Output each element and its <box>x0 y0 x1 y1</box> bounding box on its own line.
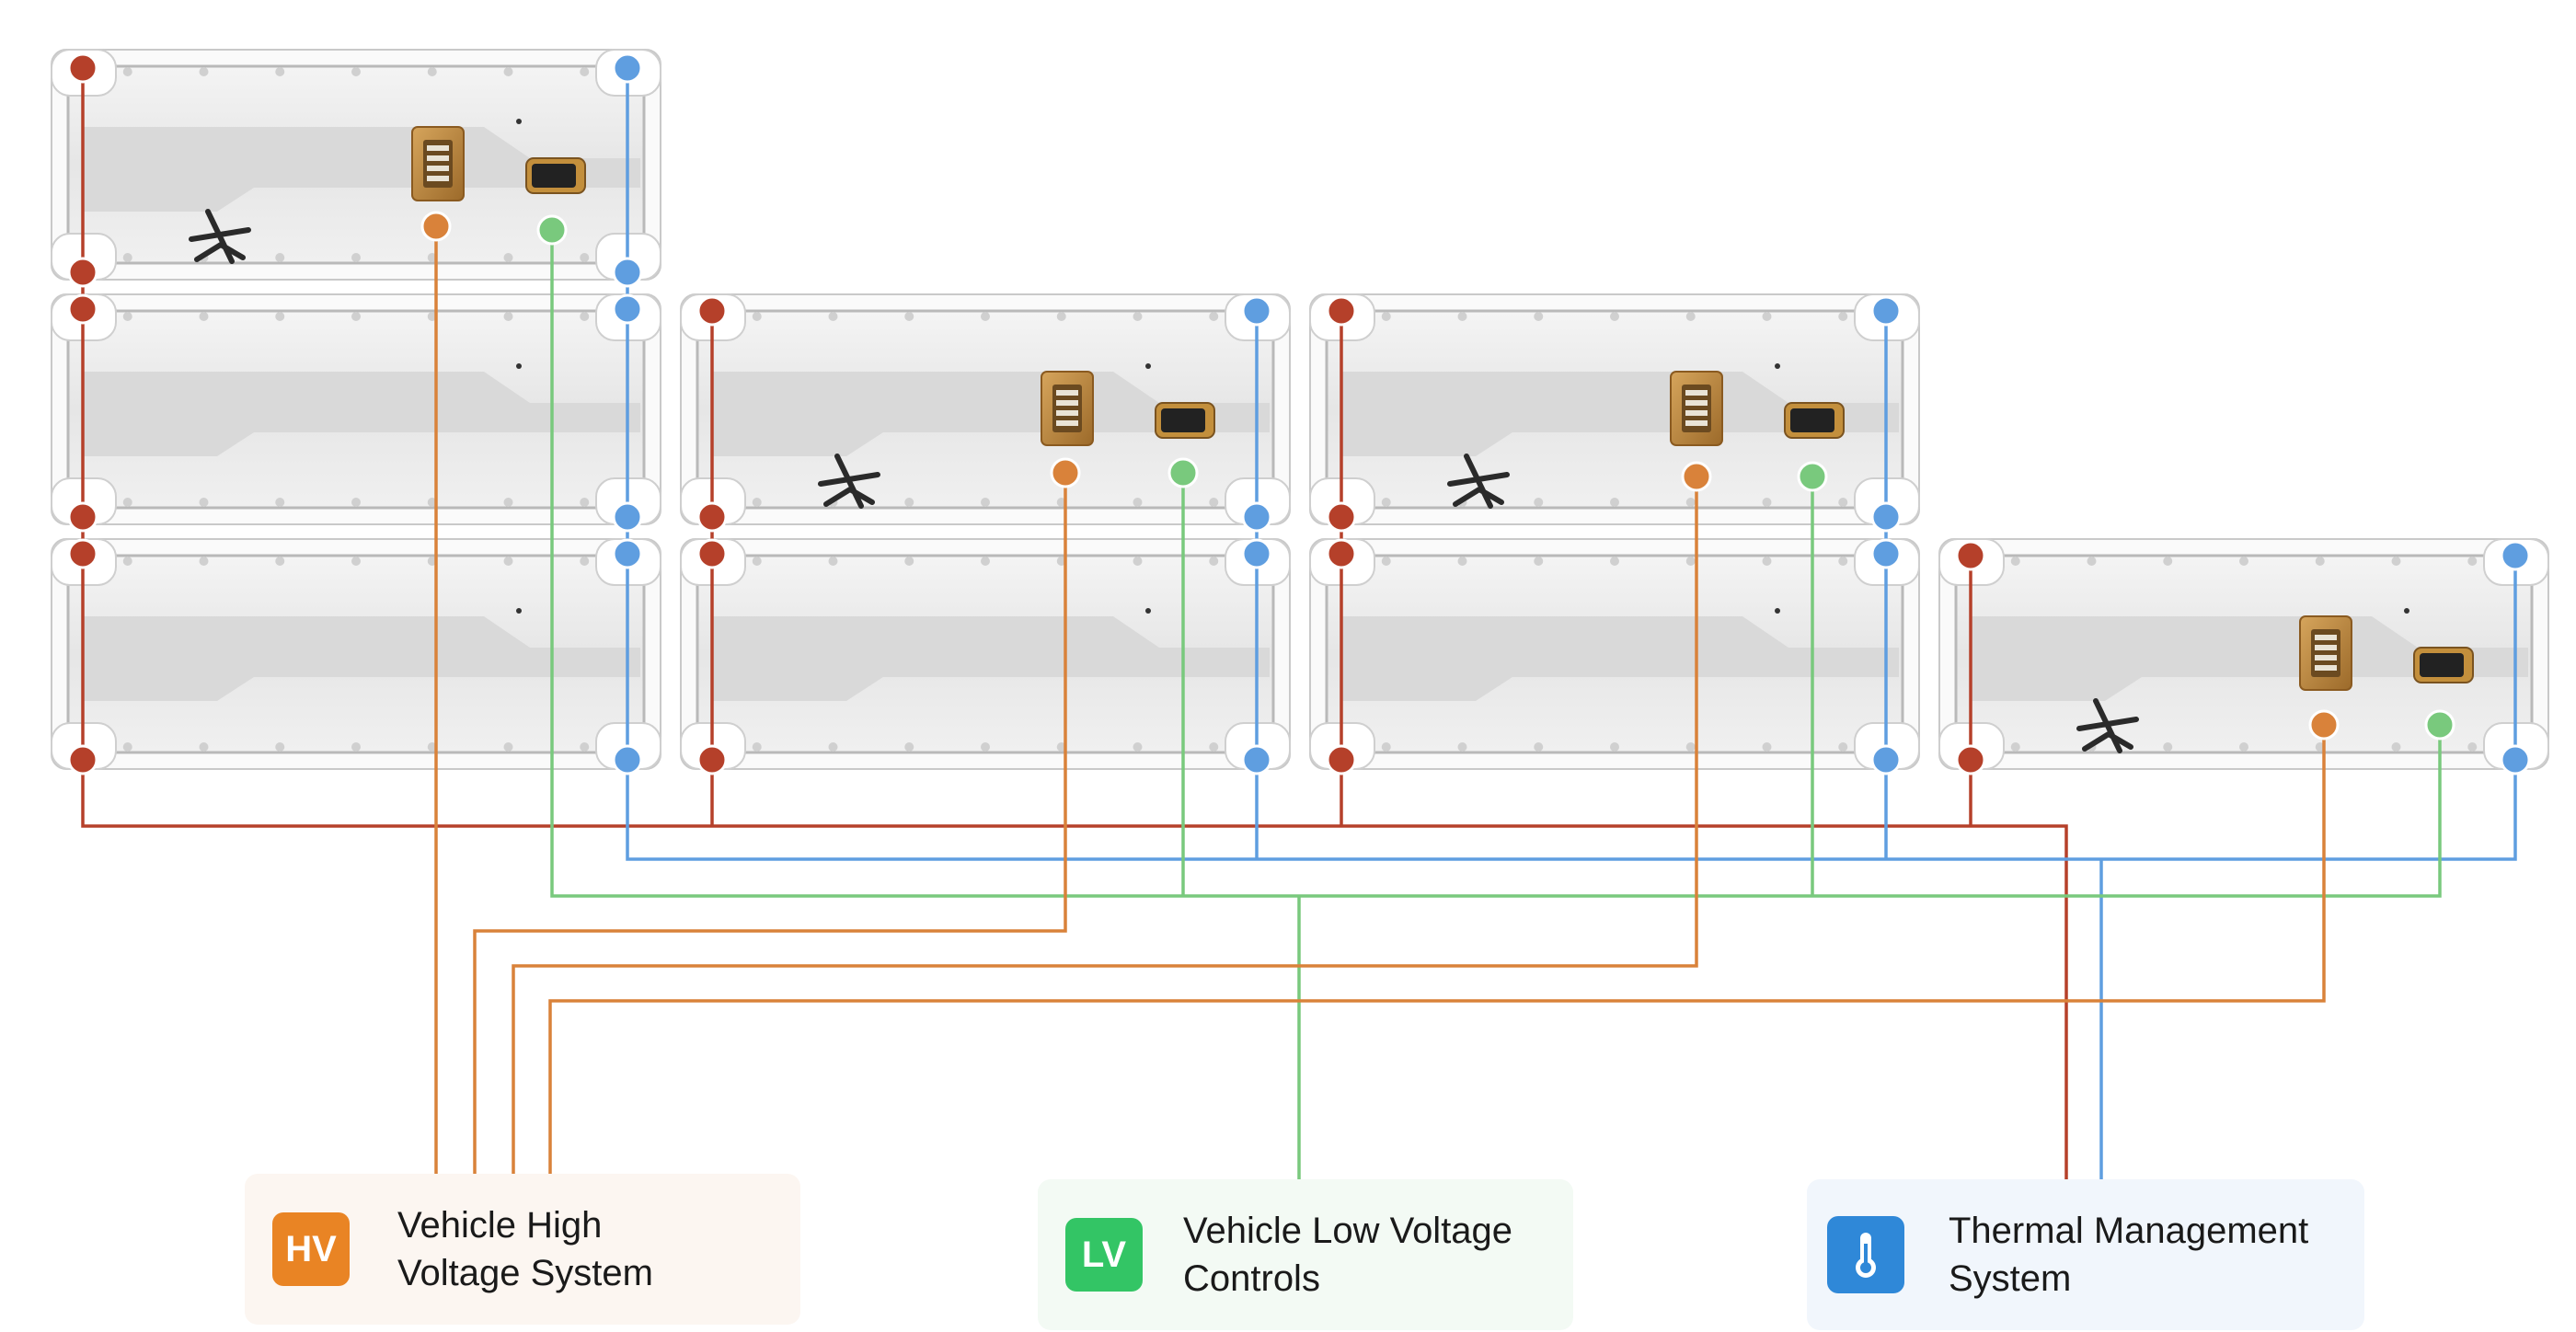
red-terminal <box>1326 538 1357 569</box>
battery-module-m3 <box>51 538 661 770</box>
red-terminal <box>1326 744 1357 775</box>
thermal-terminal <box>612 538 643 569</box>
battery-module-m8 <box>1938 538 2549 770</box>
battery-module-m2 <box>51 293 661 525</box>
lv-connector-icon <box>1784 402 1845 439</box>
lv-connector-icon <box>525 157 586 194</box>
battery-module-m7 <box>1309 538 1920 770</box>
thermal-terminal <box>2500 540 2531 571</box>
hv-terminal <box>1681 461 1712 492</box>
lv-connector-icon <box>1155 402 1215 439</box>
terminals <box>67 52 2531 775</box>
brand-logo-icon <box>2076 698 2139 753</box>
battery-modules <box>51 49 2549 770</box>
lv-terminal <box>1797 461 1828 492</box>
thermal-wire-main <box>626 68 2517 861</box>
red-terminal <box>67 293 98 325</box>
hv-terminal <box>420 211 452 242</box>
brand-logo-icon <box>189 209 251 264</box>
lv-terminal <box>2424 709 2455 741</box>
brand-logo-icon <box>818 454 880 509</box>
hv-connector-icon <box>2299 615 2352 691</box>
thermal-terminal <box>1870 501 1902 533</box>
hv-terminal <box>2308 709 2340 741</box>
thermal-terminal <box>612 744 643 775</box>
thermal-terminal <box>612 257 643 288</box>
thermal-terminal <box>1241 295 1272 327</box>
battery-module-m5 <box>680 538 1291 770</box>
hv-badge-icon: HV <box>272 1212 350 1286</box>
red-terminal <box>1326 501 1357 533</box>
thermal-terminal <box>1870 538 1902 569</box>
brand-logo-icon <box>1447 454 1510 509</box>
hv-connector-icon <box>1041 371 1094 446</box>
legend-hv: HV Vehicle High Voltage System <box>245 1174 800 1325</box>
thermal-terminal <box>612 293 643 325</box>
thermal-terminal <box>1870 295 1902 327</box>
thermal-terminal <box>2500 744 2531 775</box>
hv-wire-m6 <box>512 477 1698 1176</box>
hv-terminal <box>1050 457 1081 488</box>
thermal-terminal <box>1870 744 1902 775</box>
battery-module-m6 <box>1309 293 1920 525</box>
red-terminal <box>67 744 98 775</box>
legend-thermal: Thermal Management System <box>1807 1179 2364 1330</box>
red-terminal <box>67 52 98 84</box>
thermal-terminal <box>1241 744 1272 775</box>
battery-module-m1 <box>51 49 661 281</box>
red-terminal <box>1955 540 1986 571</box>
thermal-terminal <box>1241 538 1272 569</box>
hv-wire-m8 <box>548 725 2326 1176</box>
wiring <box>81 68 2517 1181</box>
thermal-terminal <box>612 52 643 84</box>
battery-module-m4 <box>680 293 1291 525</box>
red-terminal <box>696 538 728 569</box>
hv-connector-icon <box>411 126 465 201</box>
red-terminal <box>67 257 98 288</box>
red-terminal <box>67 501 98 533</box>
lv-terminal <box>536 214 568 246</box>
hv-connector-icon <box>1670 371 1723 446</box>
red-terminal <box>1326 295 1357 327</box>
hv-wire-m4 <box>473 473 1067 1176</box>
lv-connector-icon <box>2413 647 2474 683</box>
thermometer-icon <box>1827 1216 1904 1293</box>
red-terminal <box>696 295 728 327</box>
thermal-terminal <box>1241 501 1272 533</box>
red-terminal <box>696 744 728 775</box>
lv-badge-icon: LV <box>1065 1218 1143 1292</box>
red-terminal <box>67 538 98 569</box>
lv-terminal <box>1167 457 1199 488</box>
red-terminal <box>696 501 728 533</box>
lv-wire-main <box>550 230 2442 898</box>
red-wire-main <box>81 68 2068 1181</box>
legend-hv-label: Vehicle High Voltage System <box>397 1205 653 1293</box>
red-terminal <box>1955 744 1986 775</box>
thermal-terminal <box>612 501 643 533</box>
legend-lv: LV Vehicle Low Voltage Controls <box>1038 1179 1573 1330</box>
legend-thermal-label: Thermal Management System <box>1949 1211 2309 1299</box>
legend-lv-label: Vehicle Low Voltage Controls <box>1183 1211 1513 1299</box>
